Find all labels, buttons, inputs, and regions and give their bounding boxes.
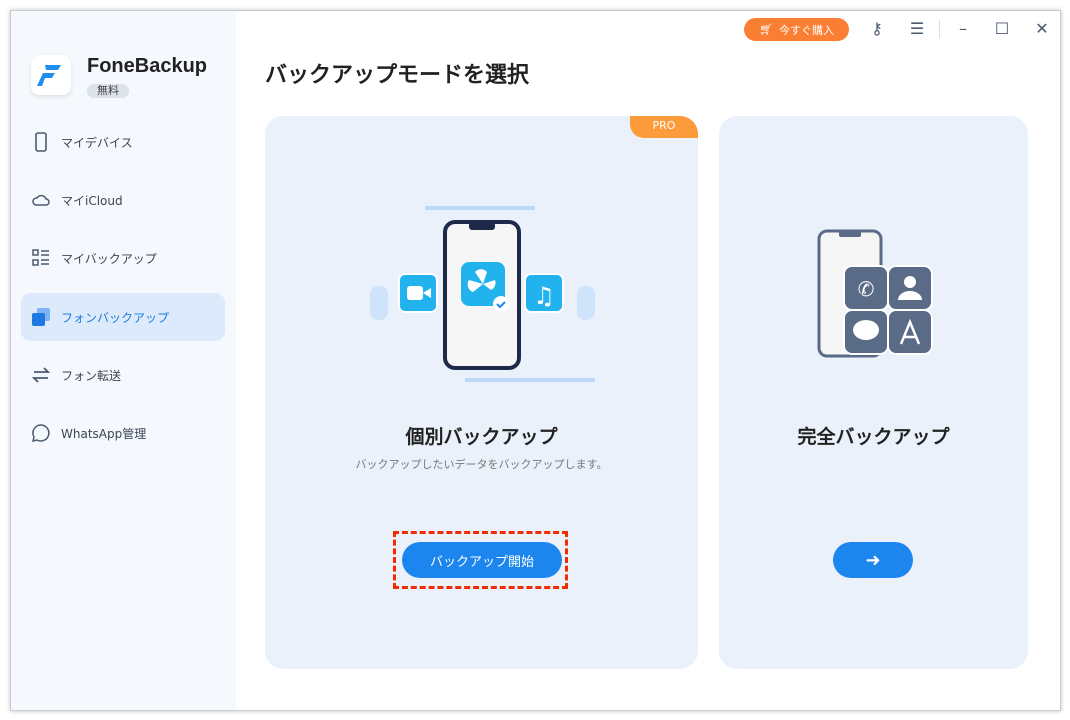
svg-text:♫: ♫ — [533, 282, 555, 310]
sidebar-item-label: WhatsApp管理 — [61, 426, 147, 441]
sidebar-item-label: フォン転送 — [61, 368, 122, 383]
key-icon[interactable]: ⚷ — [871, 19, 883, 38]
sidebar-item-label: マイiCloud — [61, 193, 123, 208]
start-backup-button[interactable]: バックアップ開始 — [402, 542, 562, 578]
sidebar-item-label: マイデバイス — [61, 135, 133, 150]
sidebar-item-phone-backup[interactable]: フォンバックアップ — [21, 293, 225, 341]
sidebar-item-whatsapp[interactable]: WhatsApp管理 — [21, 409, 225, 457]
selective-backup-illustration: ♫ — [370, 206, 595, 382]
close-button[interactable]: ✕ — [1035, 19, 1049, 38]
svg-text:✆: ✆ — [858, 277, 875, 301]
license-badge: 無料 — [87, 84, 129, 98]
sidebar-item-my-device[interactable]: マイデバイス — [21, 118, 225, 166]
cart-icon: 🛒︎ — [759, 23, 773, 36]
cloud-icon — [32, 194, 50, 206]
full-backup-card[interactable]: ✆ 完全バックアップ ➜ — [719, 116, 1028, 669]
list-icon — [32, 249, 49, 266]
buy-now-button[interactable]: 🛒︎ 今すぐ購入 — [744, 18, 849, 41]
app-logo-icon — [31, 55, 71, 95]
sidebar-item-phone-transfer[interactable]: フォン転送 — [21, 351, 225, 399]
app-name: FoneBackup — [87, 55, 208, 77]
phone-backup-icon — [32, 308, 50, 326]
sidebar-item-my-icloud[interactable]: マイiCloud — [21, 176, 225, 224]
highlight-box — [393, 531, 568, 589]
page-title: バックアップモードを選択 — [265, 63, 530, 88]
divider — [939, 20, 940, 38]
chat-icon — [31, 424, 50, 443]
sidebar: FoneBackup 無料 マイデバイス マイiCloud マイバックアップ フ… — [11, 11, 236, 710]
minimize-button[interactable]: – — [959, 19, 967, 38]
card-title: 完全バックアップ — [797, 426, 950, 448]
app-window: FoneBackup 無料 マイデバイス マイiCloud マイバックアップ フ… — [10, 10, 1061, 711]
pro-badge: PRO — [630, 116, 698, 138]
card-title: 個別バックアップ — [405, 426, 558, 448]
sidebar-item-label: マイバックアップ — [61, 251, 157, 266]
sidebar-item-label: フォンバックアップ — [61, 310, 170, 325]
full-backup-illustration: ✆ — [817, 229, 933, 358]
selective-backup-card[interactable]: PRO ♫ 個別バックアップ バックアップしたいデータをバックアップします。 バ… — [265, 116, 698, 669]
card-subtitle: バックアップしたいデータをバックアップします。 — [355, 458, 608, 471]
maximize-button[interactable]: ☐ — [994, 19, 1010, 38]
transfer-icon — [31, 367, 51, 383]
full-backup-arrow-button[interactable]: ➜ — [833, 542, 913, 578]
menu-icon[interactable]: ☰ — [909, 19, 925, 38]
phone-icon — [35, 132, 47, 152]
buy-now-label: 今すぐ購入 — [778, 23, 834, 37]
sidebar-item-my-backup[interactable]: マイバックアップ — [21, 234, 225, 282]
